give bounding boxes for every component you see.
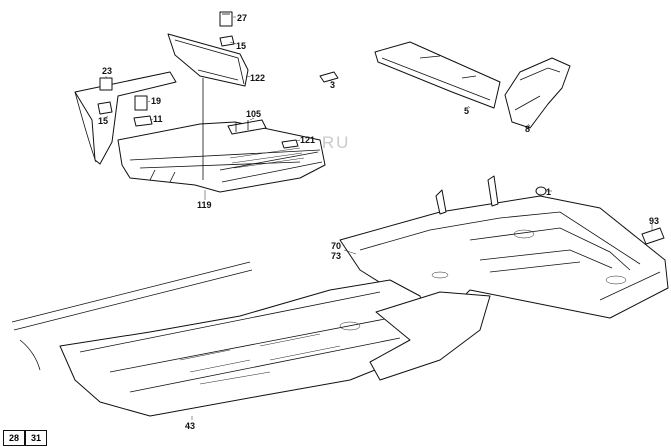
page-number-right[interactable]: 31 — [25, 430, 47, 446]
part-5-cross-member[interactable] — [374, 41, 501, 109]
callout-3[interactable]: 3 — [330, 80, 335, 90]
part-105-rail[interactable] — [227, 119, 267, 135]
part-3-clip[interactable] — [319, 71, 339, 83]
part-93-bracket[interactable] — [641, 227, 665, 245]
callout-93[interactable]: 93 — [649, 216, 659, 226]
callout-43[interactable]: 43 — [185, 421, 195, 431]
part-121-tab[interactable] — [281, 139, 299, 149]
part-8-pillar[interactable] — [504, 57, 571, 129]
callout-11[interactable]: 11 — [153, 114, 163, 124]
part-15-clip-left[interactable] — [97, 101, 113, 115]
part-11-bracket[interactable] — [133, 115, 153, 127]
callout-5[interactable]: 5 — [464, 106, 469, 116]
callout-27[interactable]: 27 — [237, 13, 247, 23]
callout-73[interactable]: 73 — [331, 251, 341, 261]
part-1-washer[interactable] — [535, 186, 547, 196]
callout-19[interactable]: 19 — [151, 96, 161, 106]
part-43-front-floor[interactable] — [11, 261, 491, 417]
part-27-block[interactable] — [219, 11, 233, 27]
leader-lines — [104, 16, 653, 420]
callout-105[interactable]: 105 — [246, 109, 261, 119]
callout-15-left[interactable]: 15 — [98, 116, 108, 126]
page-number-left[interactable]: 28 — [3, 430, 25, 446]
callout-122[interactable]: 122 — [250, 73, 265, 83]
callouts: 27 15 122 23 19 15 11 105 121 119 3 5 8 … — [98, 13, 659, 431]
part-23-block[interactable] — [99, 77, 113, 91]
part-15-clip-top[interactable] — [219, 35, 235, 47]
callout-70[interactable]: 70 — [331, 241, 341, 251]
callout-121[interactable]: 121 — [300, 135, 315, 145]
part-122-bracket[interactable] — [167, 33, 249, 180]
callout-119[interactable]: 119 — [197, 200, 212, 210]
callout-23[interactable]: 23 — [102, 66, 112, 76]
part-70-73-rear-floor[interactable] — [339, 175, 669, 321]
callout-8[interactable]: 8 — [525, 124, 530, 134]
part-19-block[interactable] — [134, 95, 148, 111]
callout-1[interactable]: 1 — [546, 187, 551, 197]
part-rear-floor-assembly[interactable] — [74, 71, 326, 193]
callout-15-top[interactable]: 15 — [236, 41, 246, 51]
